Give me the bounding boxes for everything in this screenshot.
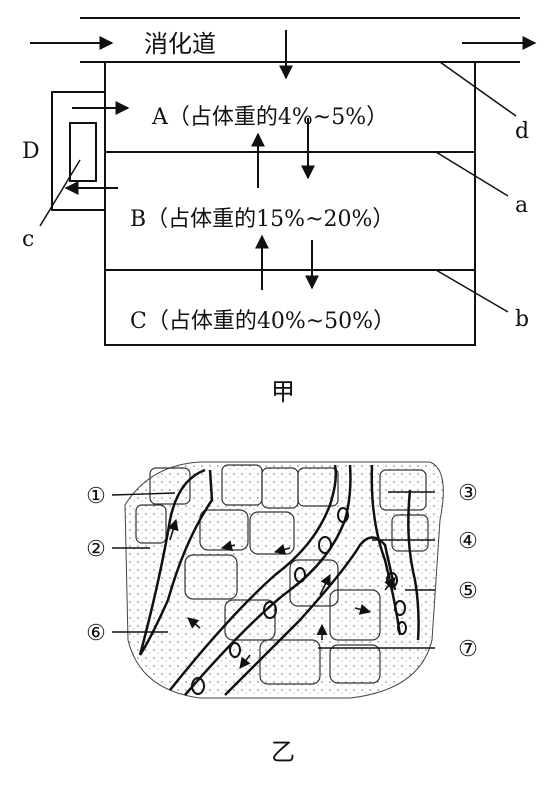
digestive-tract: 消化道	[30, 17, 537, 80]
right-capillary	[370, 464, 420, 641]
flow-arrows	[167, 518, 396, 669]
marker-4: ④	[458, 529, 478, 554]
label-c: c	[22, 227, 34, 252]
compartment-C-label: C（占体重的40%~50%）	[130, 309, 395, 334]
digestive-tract-label: 消化道	[144, 30, 216, 58]
compartment-B-label: B（占体重的15%~20%）	[130, 207, 394, 232]
label-b: b	[515, 307, 529, 332]
blood-capillary	[169, 464, 397, 696]
marker-7: ⑦	[458, 637, 478, 662]
marker-3: ③	[458, 481, 478, 506]
yi-leader-lines	[111, 491, 435, 649]
marker-2: ②	[86, 537, 106, 562]
lymph-vessel-D	[51, 91, 130, 211]
tissue-cells	[135, 464, 429, 685]
marker-6: ⑥	[86, 621, 106, 646]
compartment-boxes	[104, 62, 476, 346]
marker-5: ⑤	[458, 579, 478, 604]
marker-1: ①	[86, 484, 106, 509]
caption-yi: 乙	[271, 738, 295, 766]
diagram-jia: 消化道 A（占体重的4%~5%） B（占体重的15%~20%） C（占体重的40…	[22, 17, 537, 406]
label-D: D	[22, 139, 40, 164]
exchange-arrows	[251, 118, 319, 290]
compartment-A-label: A（占体重的4%~5%）	[151, 105, 388, 130]
tissue-region	[124, 461, 444, 699]
label-d: d	[515, 119, 529, 144]
leader-lines	[39, 61, 517, 313]
diagram-yi: ① ② ⑥ ③ ④ ⑤ ⑦ 乙	[86, 461, 478, 766]
label-a: a	[515, 193, 528, 218]
caption-jia: 甲	[271, 378, 295, 406]
